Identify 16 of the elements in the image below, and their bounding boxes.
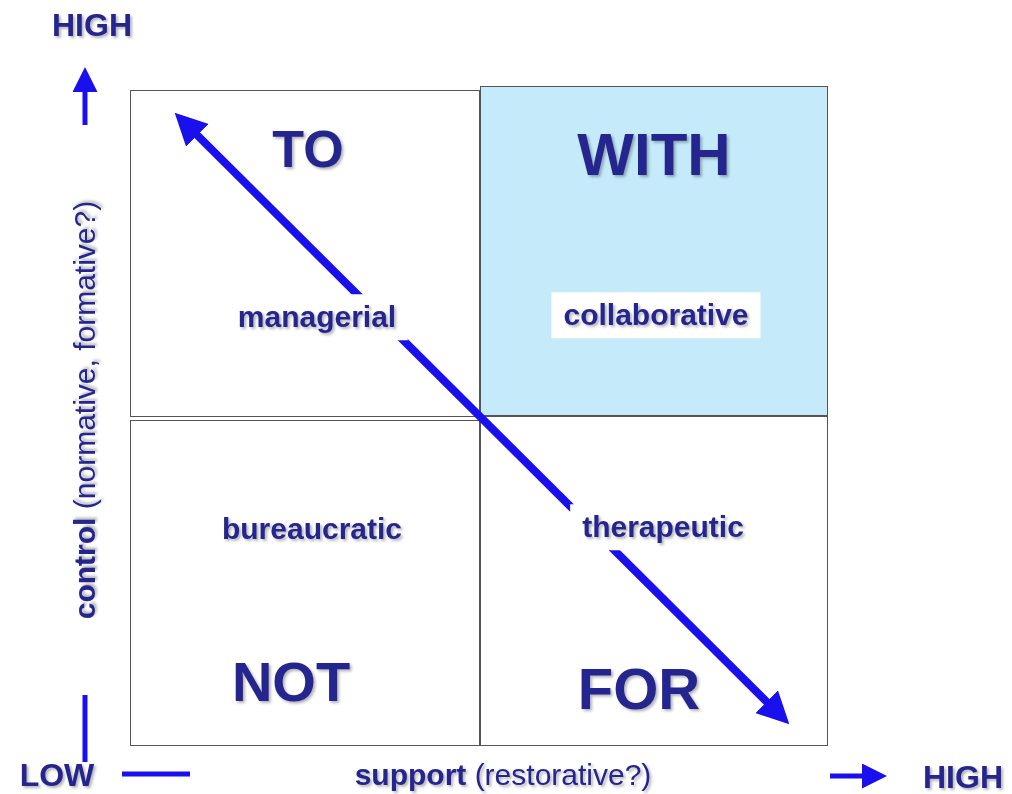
quadrant-heading: TO <box>272 118 344 180</box>
axis-title: support (restorative?) <box>354 757 652 794</box>
quadrant-label: collaborative <box>551 292 761 338</box>
quadrant-box <box>480 86 828 416</box>
quadrant-label: bureaucratic <box>221 511 403 548</box>
axis-end-label: LOW <box>19 756 95 794</box>
axis-end-label: HIGH <box>923 758 1003 794</box>
quadrant-box <box>480 416 828 746</box>
axis-end-label: HIGH <box>52 6 132 45</box>
double-headed-arrow <box>174 112 790 725</box>
axis-title: control (normative, formative?) <box>67 200 103 620</box>
quadrant-heading: NOT <box>231 649 351 715</box>
quadrant-box <box>130 90 480 417</box>
quadrant-heading: FOR <box>577 654 701 723</box>
quadrant-box <box>130 420 480 746</box>
quadrant-heading: WITH <box>577 119 731 190</box>
